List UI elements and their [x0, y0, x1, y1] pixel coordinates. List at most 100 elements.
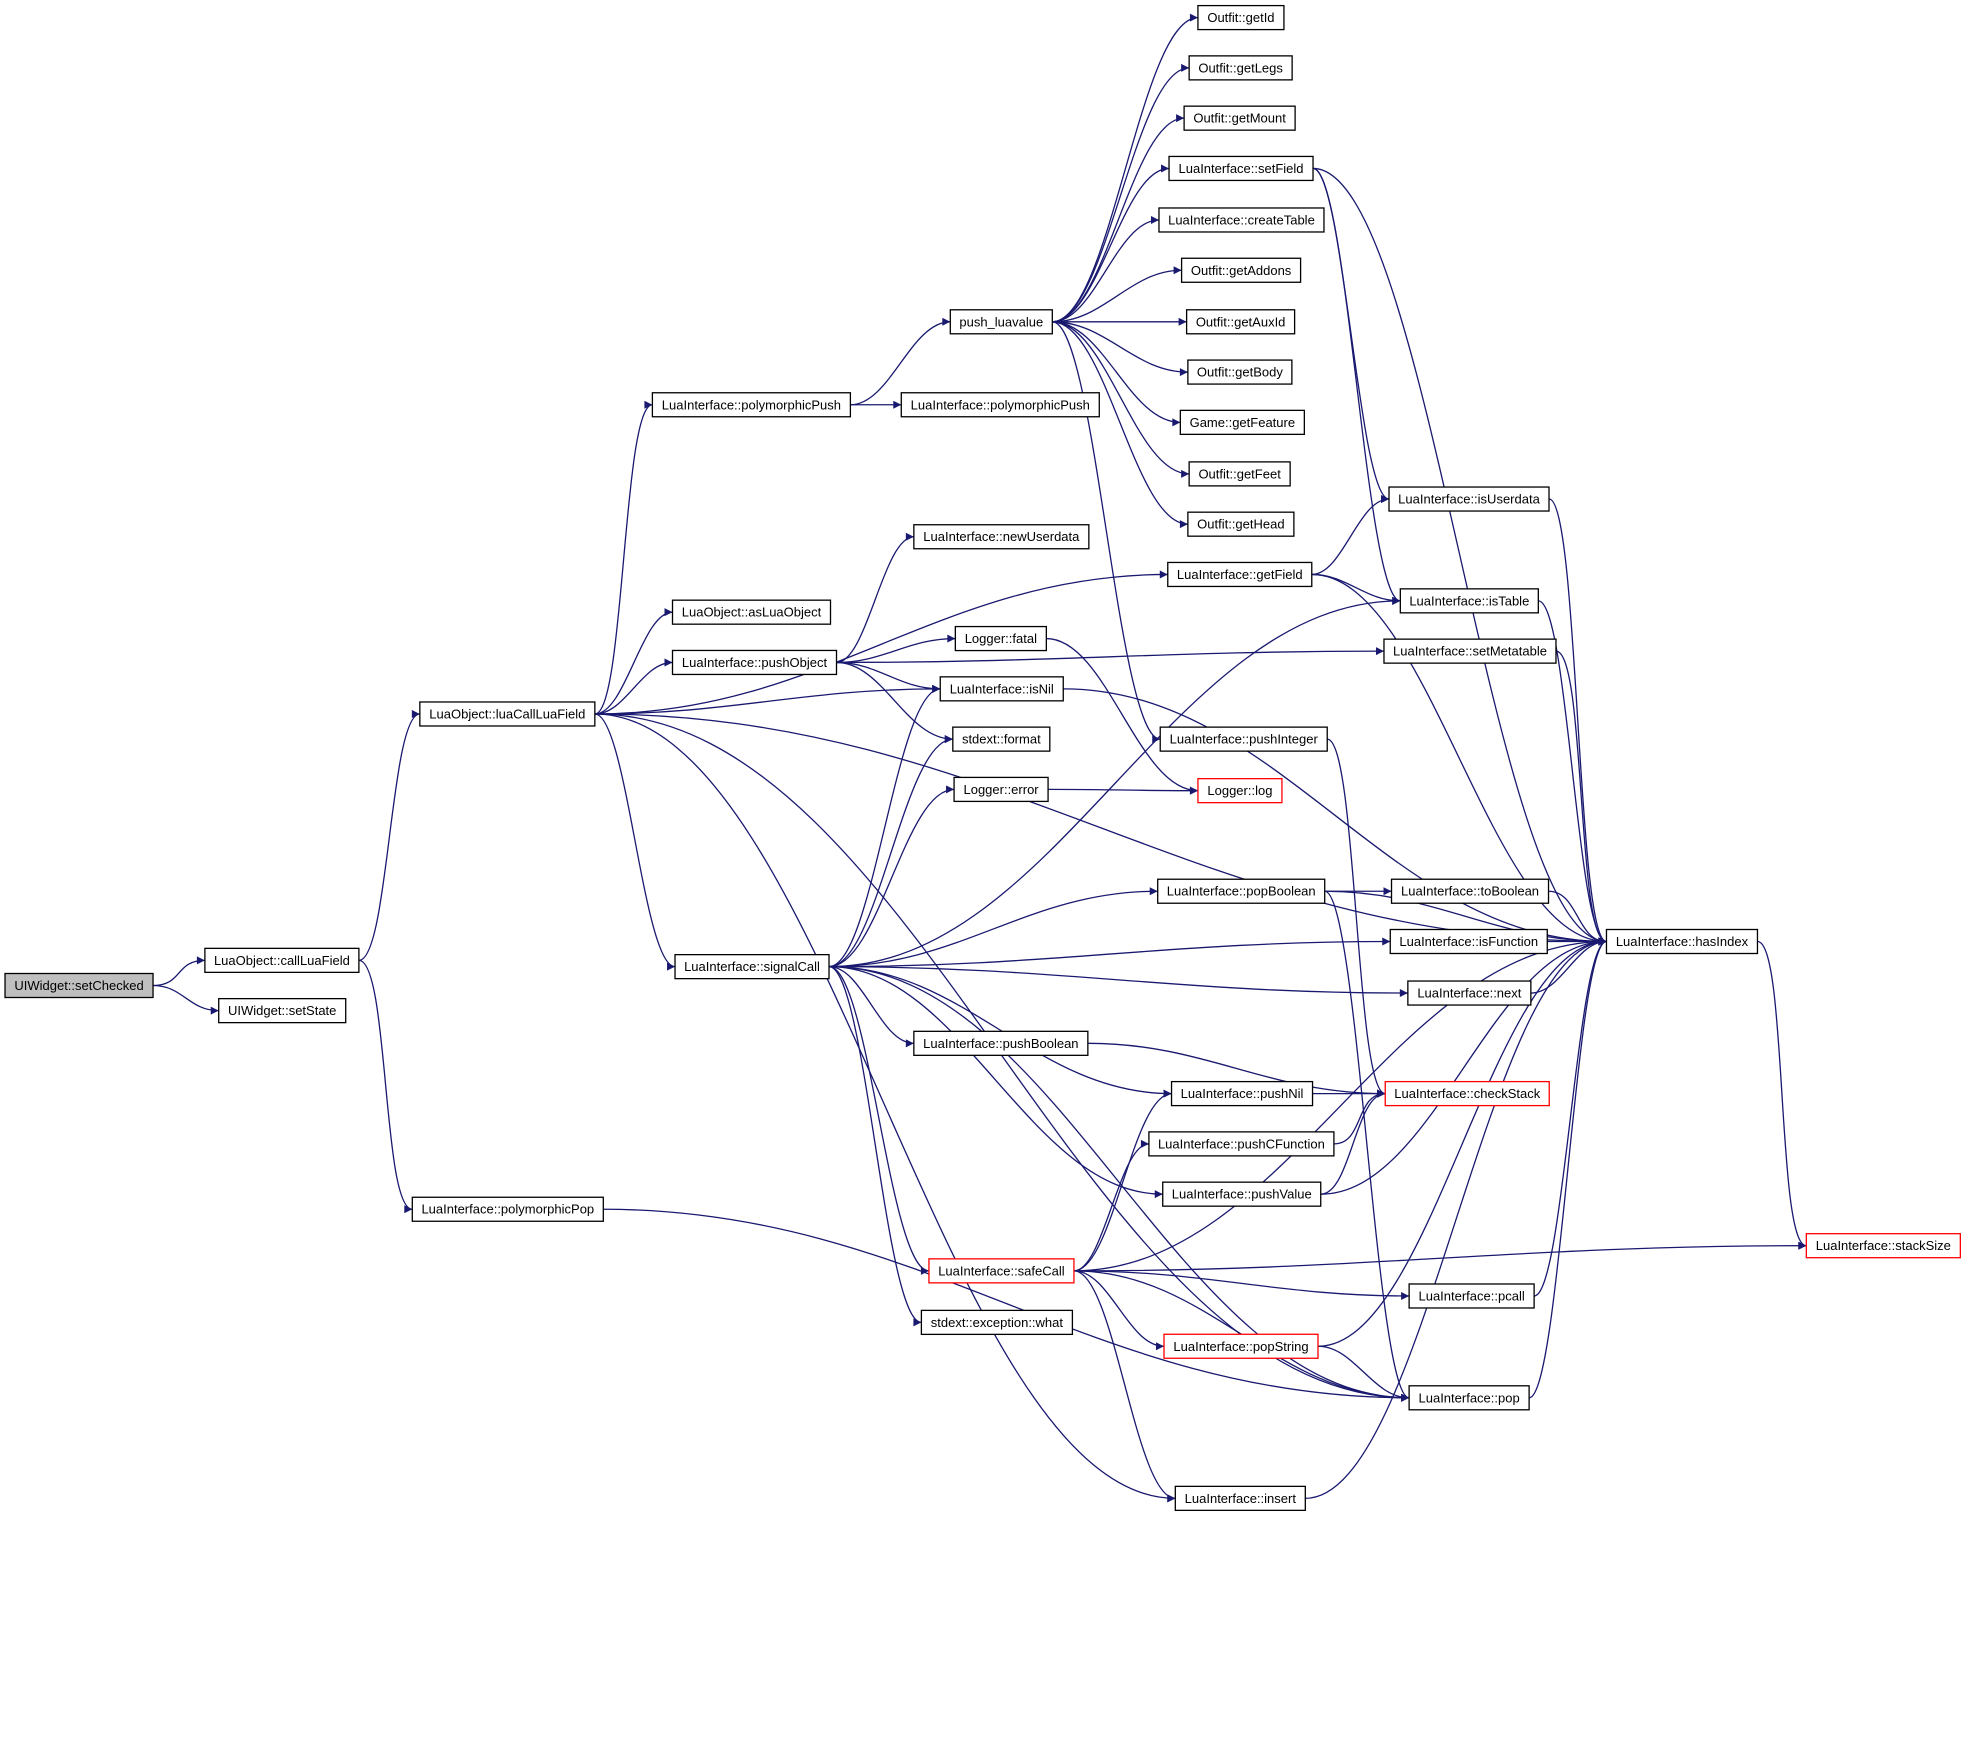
edge-pushValue-to-hasIndex — [1320, 937, 1607, 1195]
node-popBoolean[interactable]: LuaInterface::popBoolean — [1157, 878, 1326, 904]
node-label: Logger::log — [1207, 783, 1272, 798]
node-box — [1408, 1385, 1530, 1411]
node-pushValue[interactable]: LuaInterface::pushValue — [1162, 1181, 1322, 1207]
node-box — [1389, 928, 1548, 955]
node-box — [1162, 1181, 1322, 1207]
node-box — [1174, 1485, 1306, 1512]
node-label: UIWidget::setChecked — [14, 978, 143, 993]
node-getAuxId[interactable]: Outfit::getAuxId — [1185, 309, 1296, 335]
node-box — [1384, 1080, 1550, 1107]
node-box — [1399, 588, 1539, 614]
node-error[interactable]: Logger::error — [953, 776, 1049, 803]
node-signalCall[interactable]: LuaInterface::signalCall — [674, 953, 830, 980]
node-isNil[interactable]: LuaInterface::isNil — [939, 676, 1064, 702]
edge-polymorphicPush1-to-push_luavalue — [850, 317, 951, 406]
node-pushInteger[interactable]: LuaInterface::pushInteger — [1159, 726, 1328, 752]
edge-signalCall-to-pushValue — [829, 965, 1163, 1199]
node-pushObject[interactable]: LuaInterface::pushObject — [671, 649, 838, 676]
node-getHead[interactable]: Outfit::getHead — [1187, 511, 1295, 537]
node-log[interactable]: Logger::log — [1197, 778, 1283, 804]
node-safeCall[interactable]: LuaInterface::safeCall — [928, 1258, 1075, 1284]
node-box — [1407, 980, 1532, 1006]
edge-signalCall-to-isTable — [829, 596, 1401, 968]
node-polymorphicPop[interactable]: LuaInterface::polymorphicPop — [411, 1196, 604, 1222]
node-format[interactable]: stdext::format — [952, 726, 1051, 752]
node-callLuaField[interactable]: LuaObject::callLuaField — [204, 947, 360, 974]
node-label: stdext::format — [962, 732, 1041, 747]
node-label: LuaInterface::insert — [1185, 1491, 1297, 1506]
node-setMetatable[interactable]: LuaInterface::setMetatable — [1383, 638, 1557, 664]
node-label: stdext::exception::what — [931, 1315, 1064, 1330]
node-box — [4, 972, 154, 999]
node-toBoolean[interactable]: LuaInterface::toBoolean — [1390, 878, 1550, 904]
node-insert[interactable]: LuaInterface::insert — [1174, 1485, 1306, 1512]
node-pop[interactable]: LuaInterface::pop — [1408, 1385, 1530, 1411]
node-label: LuaInterface::stackSize — [1816, 1238, 1951, 1253]
node-pushCFunction[interactable]: LuaInterface::pushCFunction — [1148, 1131, 1335, 1157]
node-setField[interactable]: LuaInterface::setField — [1168, 155, 1314, 182]
edge-polymorphicPop-to-pop — [603, 1208, 1410, 1402]
node-stackSize[interactable]: LuaInterface::stackSize — [1805, 1233, 1961, 1259]
node-pcall[interactable]: LuaInterface::pcall — [1408, 1283, 1535, 1309]
node-exceptionWhat[interactable]: stdext::exception::what — [920, 1309, 1074, 1336]
edge-popBoolean-to-pop — [1324, 890, 1410, 1402]
node-luaCallLuaField[interactable]: LuaObject::luaCallLuaField — [419, 701, 596, 727]
edge-callLuaField-to-luaCallLuaField — [358, 710, 421, 962]
node-box — [920, 1309, 1074, 1336]
node-box — [671, 599, 832, 625]
edge-safeCall-to-hasIndex — [1073, 937, 1607, 1272]
node-pushBoolean[interactable]: LuaInterface::pushBoolean — [913, 1030, 1089, 1056]
node-pushNil[interactable]: LuaInterface::pushNil — [1170, 1080, 1314, 1107]
node-getLegs[interactable]: Outfit::getLegs — [1188, 55, 1293, 81]
edge-push_luavalue-to-getAddons — [1052, 266, 1182, 323]
edge-insert-to-hasIndex — [1305, 937, 1607, 1500]
node-checkStack[interactable]: LuaInterface::checkStack — [1384, 1080, 1550, 1107]
edge-setMetatable-to-hasIndex — [1555, 650, 1607, 946]
node-box — [1157, 878, 1326, 904]
node-box — [928, 1258, 1075, 1284]
node-label: LuaInterface::setField — [1179, 161, 1304, 176]
node-getMount[interactable]: Outfit::getMount — [1183, 105, 1296, 131]
edge-getField-to-isUserdata — [1311, 495, 1390, 576]
node-popString[interactable]: LuaInterface::popString — [1163, 1333, 1319, 1359]
node-getAddons[interactable]: Outfit::getAddons — [1180, 257, 1302, 283]
node-polymorphicPush2[interactable]: LuaInterface::polymorphicPush — [900, 392, 1100, 418]
node-box — [671, 649, 838, 676]
edge-safeCall-to-pcall — [1073, 1270, 1410, 1300]
edge-isNil-to-hasIndex — [1063, 688, 1607, 946]
node-getFeet[interactable]: Outfit::getFeet — [1188, 461, 1291, 487]
node-box — [1383, 638, 1557, 664]
node-next[interactable]: LuaInterface::next — [1407, 980, 1532, 1006]
node-getField[interactable]: LuaInterface::getField — [1167, 561, 1313, 588]
node-createTable[interactable]: LuaInterface::createTable — [1158, 207, 1325, 233]
node-push_luavalue[interactable]: push_luavalue — [949, 309, 1053, 335]
node-box — [1187, 359, 1293, 385]
edge-luaCallLuaField-to-signalCall — [594, 713, 676, 971]
node-label: LuaInterface::newUserdata — [923, 529, 1080, 544]
node-getId[interactable]: Outfit::getId — [1197, 4, 1285, 31]
node-getFeature[interactable]: Game::getFeature — [1179, 409, 1305, 436]
node-label: LuaInterface::pushValue — [1172, 1187, 1312, 1202]
edge-signalCall-to-safeCall — [828, 965, 930, 1275]
node-hasIndex[interactable]: LuaInterface::hasIndex — [1605, 928, 1759, 955]
node-newUserdata[interactable]: LuaInterface::newUserdata — [913, 524, 1090, 550]
edge-setField-to-isTable — [1312, 167, 1401, 605]
node-fatal[interactable]: Logger::fatal — [954, 625, 1047, 652]
edge-luaCallLuaField-to-isNil — [594, 684, 941, 715]
node-getBody[interactable]: Outfit::getBody — [1187, 359, 1293, 385]
node-setState[interactable]: UIWidget::setState — [218, 997, 347, 1024]
node-isTable[interactable]: LuaInterface::isTable — [1399, 588, 1539, 614]
node-polymorphicPush1[interactable]: LuaInterface::polymorphicPush — [651, 392, 852, 418]
node-box — [1170, 1080, 1314, 1107]
node-isFunction[interactable]: LuaInterface::isFunction — [1389, 928, 1548, 955]
edge-pushObject-to-setMetatable — [836, 647, 1384, 664]
node-box — [204, 947, 360, 974]
edge-luaCallLuaField-to-getField — [594, 570, 1168, 715]
node-asLuaObject[interactable]: LuaObject::asLuaObject — [671, 599, 832, 625]
edge-push_luavalue-to-setField — [1052, 164, 1170, 323]
node-label: Game::getFeature — [1190, 415, 1296, 430]
node-setChecked[interactable]: UIWidget::setChecked — [4, 972, 154, 999]
node-label: LuaInterface::pcall — [1418, 1288, 1524, 1303]
node-isUserdata[interactable]: LuaInterface::isUserdata — [1388, 486, 1550, 512]
